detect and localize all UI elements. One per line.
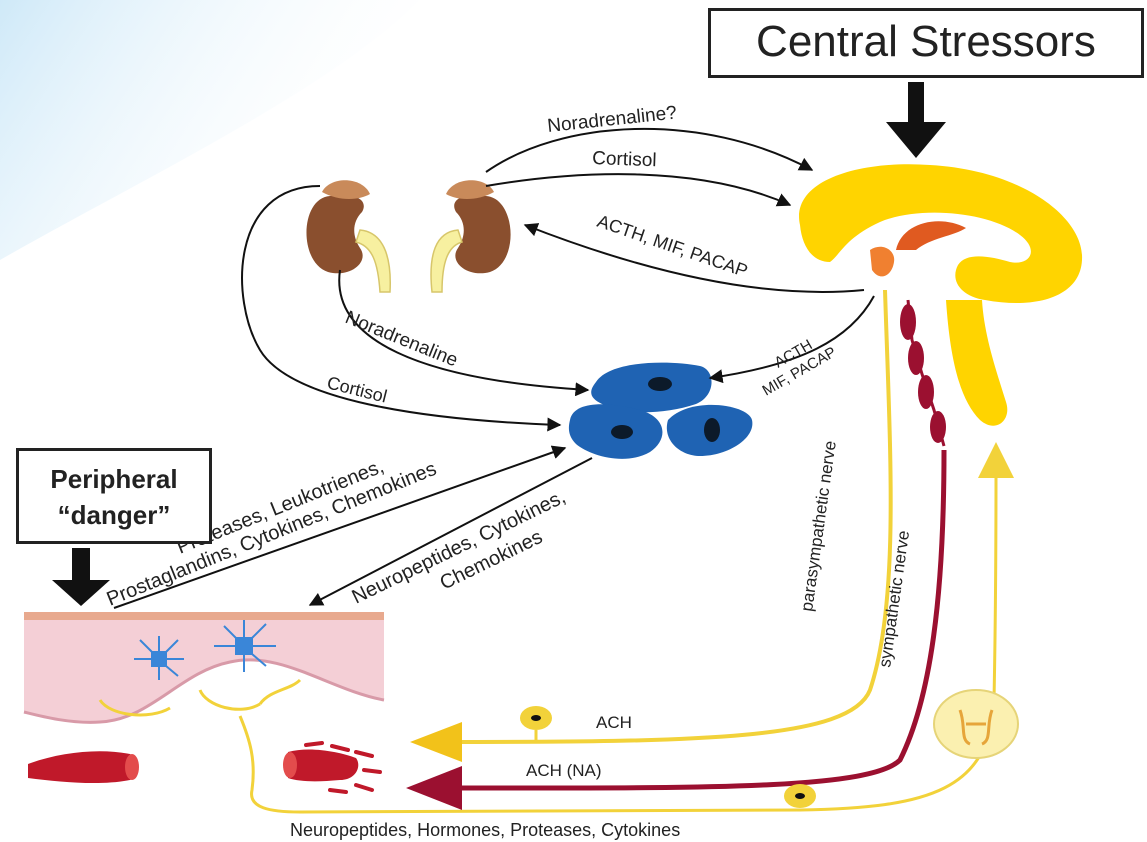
peripheral-danger-line2: “danger”	[19, 497, 209, 533]
label-ach-na: ACH (NA)	[526, 761, 602, 780]
immune-cells	[569, 363, 752, 459]
ganglion-afferent	[784, 784, 816, 808]
central-stressors-title: Central Stressors	[756, 17, 1096, 66]
blood-vessel-leaky	[283, 743, 380, 792]
peripheral-danger-box: Peripheral “danger”	[16, 448, 212, 544]
peripheral-danger-line1: Peripheral	[19, 461, 209, 497]
label-cortisol-top: Cortisol	[592, 148, 657, 171]
background-wash	[0, 0, 420, 260]
label-noradrenaline: Noradrenaline	[342, 307, 461, 371]
spinal-cord-section	[934, 690, 1018, 758]
central-stressors-box: Central Stressors	[708, 8, 1144, 78]
label-ach: ACH	[596, 713, 632, 732]
kidney-left	[306, 180, 390, 292]
label-acth-mif-pacap: ACTH, MIF, PACAP	[595, 211, 751, 281]
kidney-right	[431, 180, 511, 292]
afferent-arrowhead	[978, 442, 1014, 478]
label-sympathetic-nerve: sympathetic nerve	[875, 529, 913, 668]
arrow-cortisol-top	[486, 174, 790, 205]
label-bottom: Neuropeptides, Hormones, Proteases, Cyto…	[290, 820, 680, 840]
blood-vessel-intact	[28, 751, 139, 783]
arrow-cortisol-loop	[242, 186, 560, 425]
brain	[799, 164, 1082, 425]
central-stressor-arrow	[886, 82, 946, 158]
ganglion-ach	[520, 706, 552, 742]
label-noradrenaline-q: Noradrenaline?	[546, 103, 677, 137]
sympathetic-arrowhead	[406, 766, 462, 810]
label-parasympathetic-nerve: parasympathetic nerve	[797, 440, 840, 613]
parasympathetic-arrowhead	[410, 722, 462, 762]
peripheral-danger-arrow	[52, 548, 110, 606]
sympathetic-chain	[900, 300, 946, 446]
